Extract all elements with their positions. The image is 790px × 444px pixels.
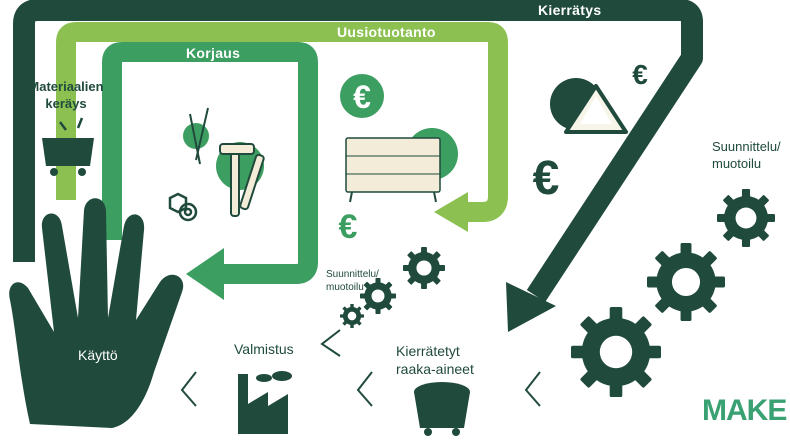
gear-icon (571, 189, 775, 397)
remanufacturing-loop-label: Uusiotuotanto (337, 24, 436, 40)
remanufacturing-loop-arrow (56, 22, 508, 222)
raw-materials-label: Kierrätetyt raaka-aineet (396, 343, 474, 377)
repair-loop-label: Korjaus (186, 45, 241, 61)
euro-icon: € (340, 74, 384, 118)
recycling-loop-arrow (13, 0, 703, 303)
svg-text:€: € (353, 79, 371, 115)
hand-icon (9, 198, 184, 428)
recycle-icon (550, 78, 628, 134)
dresser-icon (345, 128, 458, 203)
repair-arrowhead (186, 248, 224, 300)
collection-cart-icon (42, 117, 94, 176)
remanufacturing-arrowhead (434, 192, 468, 232)
repair-loop-arrow (102, 42, 318, 284)
euro-icon: € (632, 59, 648, 90)
svg-text:€: € (339, 208, 358, 246)
flow-chevron (180, 329, 541, 407)
recycling-arrowhead (506, 282, 556, 332)
collection-label: Materiaalien keräys (28, 79, 104, 111)
factory-icon (238, 371, 292, 434)
design-large-label: Suunnittelu/ muotoilu (712, 139, 781, 171)
svg-text:€: € (533, 152, 560, 205)
ore-cart-icon (414, 382, 470, 436)
nuts-icon (168, 192, 198, 222)
manufacturing-label: Valmistus (234, 341, 294, 357)
design-small-label: Suunnittelu/ muotoilu (326, 269, 379, 293)
euro-icon: € (533, 152, 560, 205)
needle-yarn-icon (183, 107, 209, 165)
make-logo: MAKE (702, 394, 787, 427)
recycling-loop-label: Kierrätys (538, 2, 602, 18)
repair-tools-icon (216, 142, 265, 217)
svg-text:€: € (632, 59, 648, 90)
use-label: Käyttö (78, 347, 118, 363)
euro-icon: € (339, 208, 358, 246)
